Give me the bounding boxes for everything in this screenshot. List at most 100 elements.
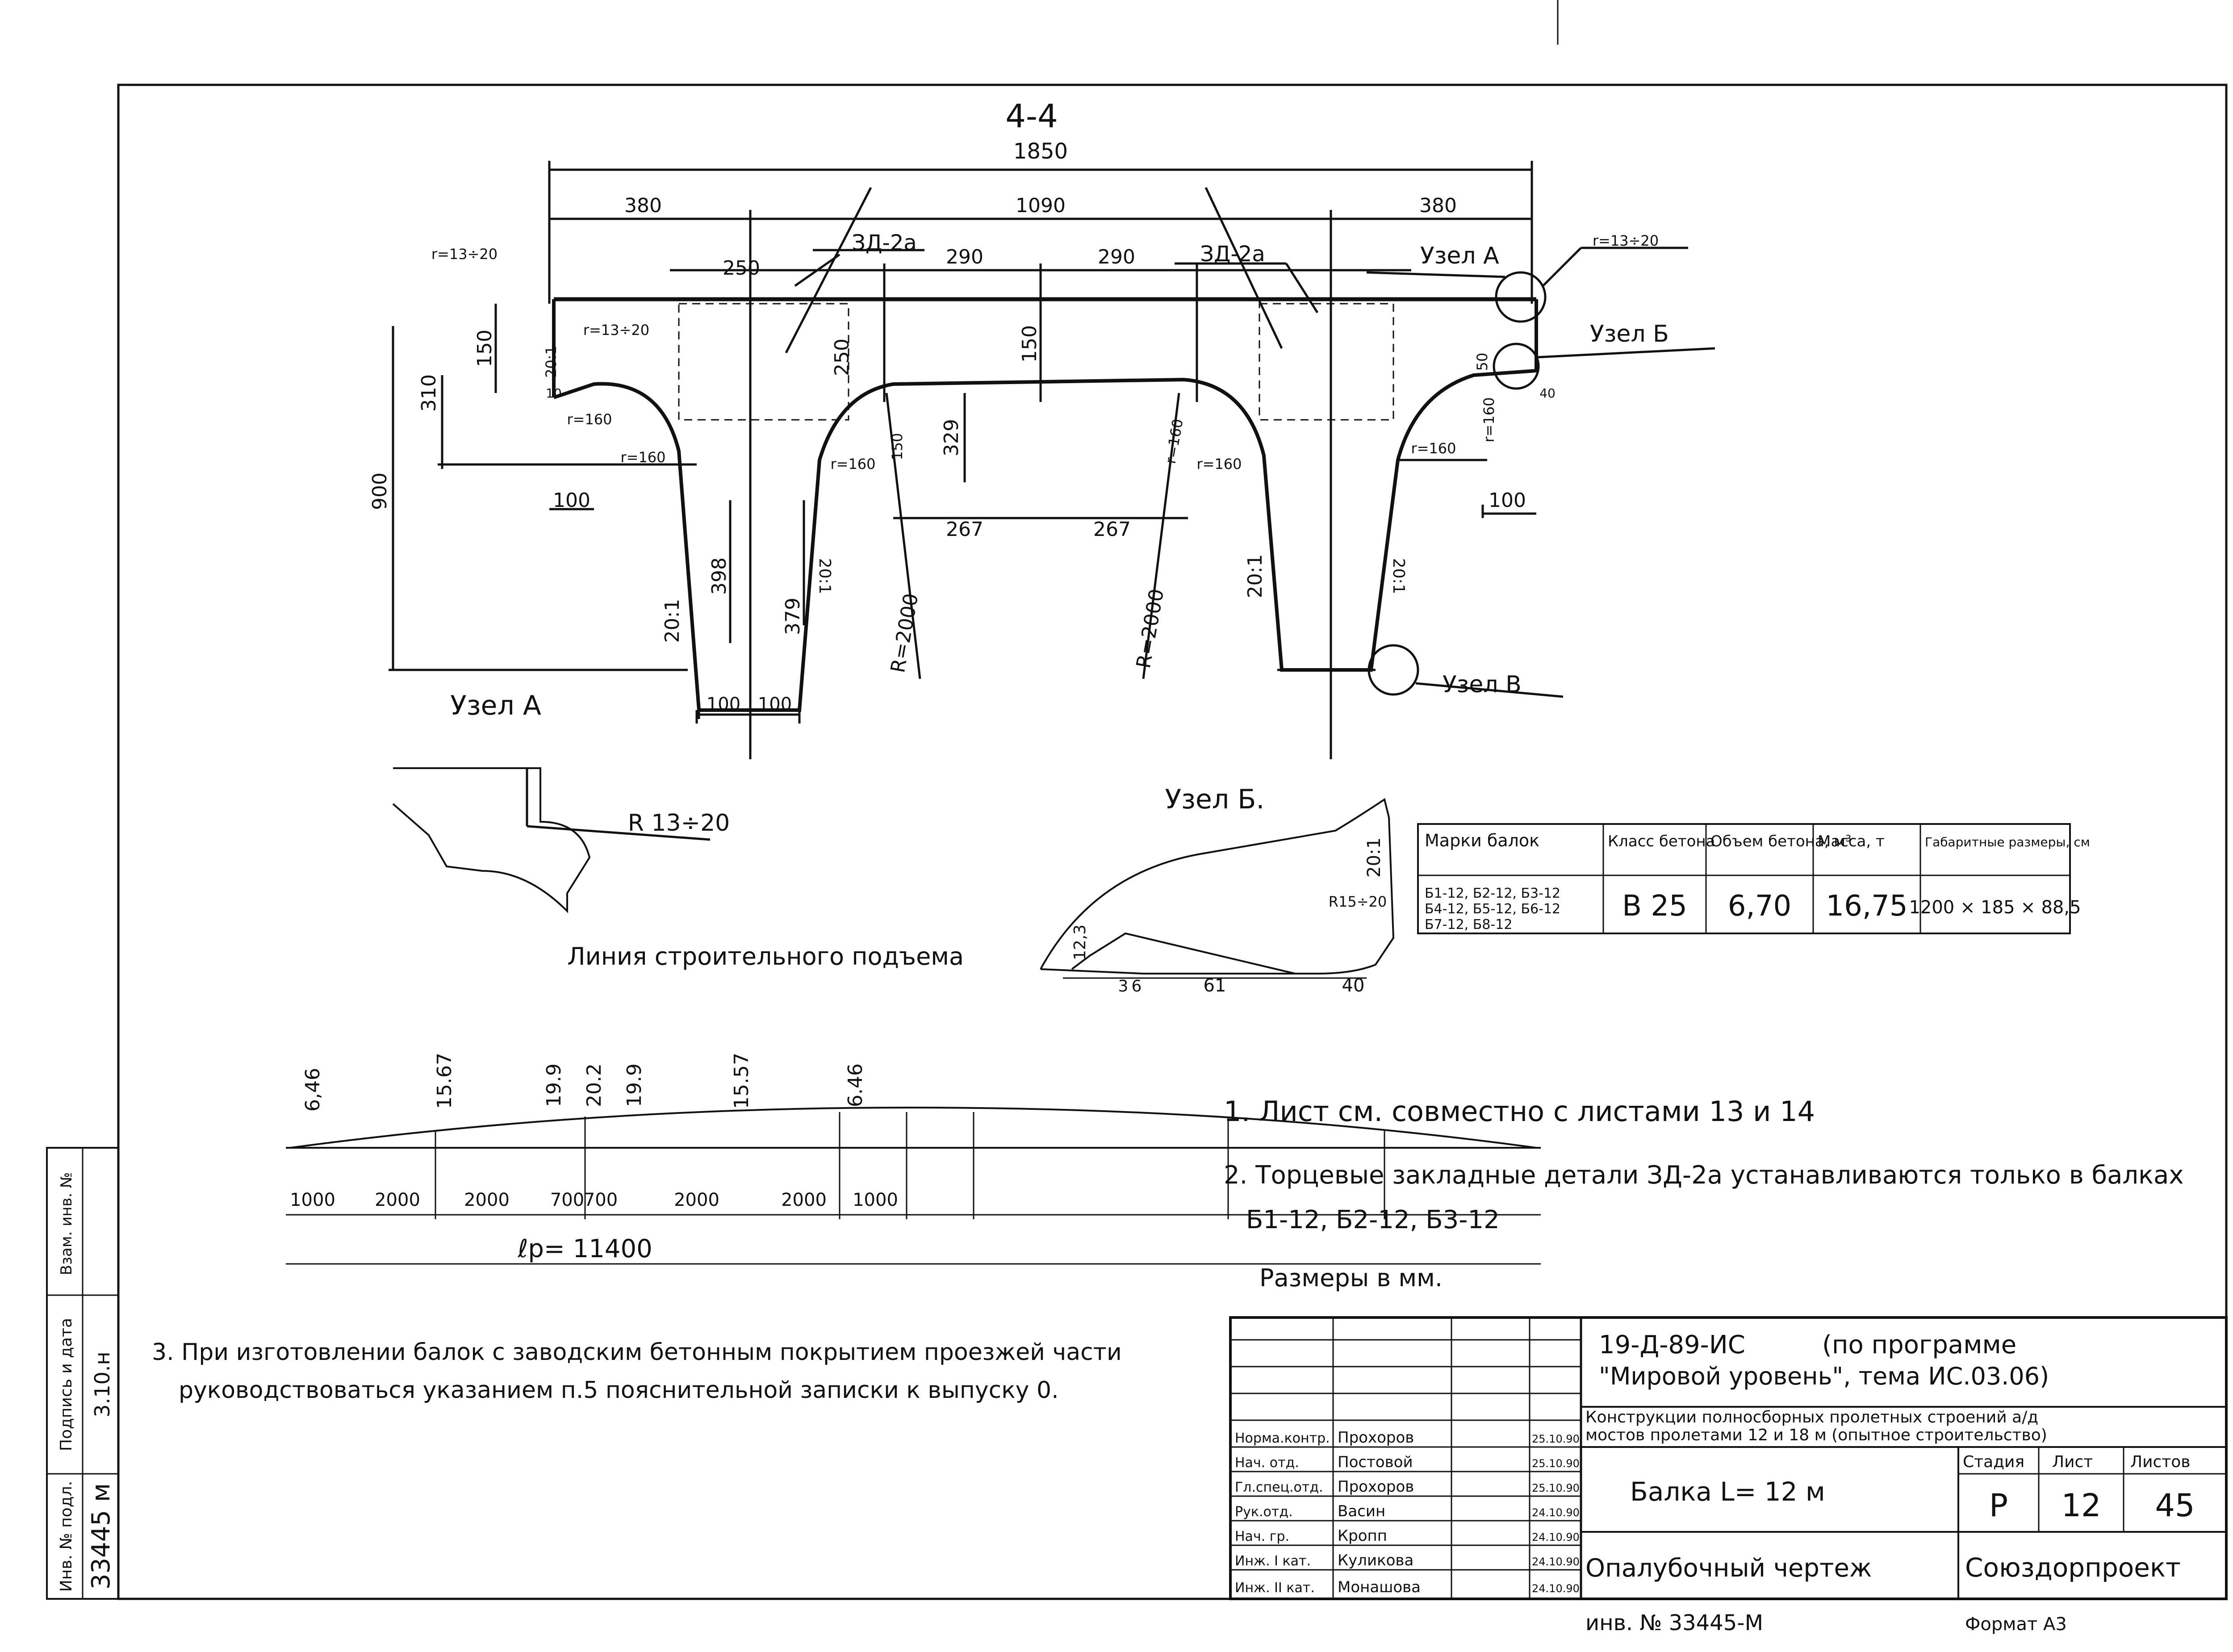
stamp-inv: инв. № 33445-М	[1585, 1610, 1763, 1635]
stamp-row-name: Прохоров	[1338, 1478, 1414, 1496]
stamp-row-role: Инж. I кат.	[1235, 1553, 1311, 1569]
stamp-row-date: 25.10.90	[1532, 1457, 1580, 1470]
stamp-desc-1: Конструкции полносборных пролетных строе…	[1585, 1408, 2038, 1426]
slope-3: 20:1	[815, 558, 834, 594]
dim-150-mid: 150	[1018, 325, 1041, 363]
camber-span: 2000	[674, 1190, 719, 1210]
stamp-row-role: Инж. II кат.	[1235, 1580, 1315, 1596]
stamp-row-name: Постовой	[1338, 1453, 1413, 1471]
node-b-marker	[1493, 343, 1540, 390]
mark-zd-left: ЗД-2а	[852, 230, 917, 255]
dim-40: 40	[1539, 386, 1556, 401]
stamp-sheet-header: Лист	[2052, 1453, 2093, 1471]
dim-379: 379	[782, 598, 804, 635]
camber-span: 700	[584, 1190, 618, 1210]
radius-top-left: r=13÷20	[431, 246, 498, 263]
dim-mid: 1090	[1016, 194, 1066, 217]
detail-b-title: Узел Б.	[1165, 784, 1264, 815]
dim-250: 250	[723, 257, 760, 280]
stamp-drawing-name: Опалубочный чертеж	[1585, 1554, 1872, 1583]
spec-concrete-class: В 25	[1622, 890, 1687, 923]
side-stamp-vzam-label: Взам. инв. №	[58, 1172, 75, 1276]
radius-160-c: r=160	[830, 456, 875, 473]
stamp-row-role: Нач. отд.	[1235, 1455, 1299, 1471]
dim-100-a: 100	[707, 694, 740, 715]
stamp-row-date: 24.10.90	[1532, 1556, 1580, 1568]
node-v-marker	[1367, 644, 1419, 696]
stamp-sheets: 45	[2155, 1487, 2195, 1524]
detail-b-dim-3: 3	[1118, 977, 1129, 995]
dim-150-rot: 150	[889, 433, 906, 460]
detail-a-radius: R 13÷20	[628, 810, 730, 836]
node-b-label: Узел Б	[1590, 321, 1669, 347]
note-2: 2. Торцевые закладные детали ЗД-2а устан…	[1224, 1161, 2183, 1190]
stamp-format: Формат А3	[1965, 1614, 2067, 1635]
spec-header-dims: Габаритные размеры, см	[1925, 835, 2090, 849]
side-stamp-sign-label: Подпись и дата	[57, 1318, 75, 1451]
radius-inner: r=13÷20	[583, 322, 649, 339]
detail-b-dim-61: 61	[1204, 975, 1226, 996]
detail-b-dim-12-3: 12,3	[1071, 924, 1089, 960]
node-a-label: Узел А	[1420, 243, 1499, 269]
dim-left: 380	[624, 194, 662, 217]
camber-title: Линия строительного подъема	[567, 942, 964, 970]
dim-310: 310	[418, 374, 440, 412]
spec-dimensions: 1200 × 185 × 88,5	[1909, 897, 2081, 918]
slope-5: 20:1	[1389, 558, 1408, 594]
stamp-sheets-header: Листов	[2130, 1453, 2190, 1471]
stamp-code: 19-Д-89-ИС	[1599, 1330, 1745, 1359]
stamp-row-role: Рук.отд.	[1235, 1504, 1293, 1520]
stamp-desc-2: мостов пролетами 12 и 18 м (опытное стро…	[1585, 1426, 2047, 1444]
side-stamp-sign-value: 3.10.н	[90, 1351, 114, 1417]
stamp-row-role: Гл.спец.отд.	[1235, 1480, 1323, 1495]
dim-100-b: 100	[758, 694, 792, 715]
radius-160-f: r=160	[1411, 440, 1456, 457]
camber-ordinate: 19.9	[623, 1063, 646, 1107]
spec-header-marks: Марки балок	[1425, 831, 1539, 850]
node-a-detail-outline	[392, 767, 591, 913]
stamp-row-date: 24.10.90	[1532, 1506, 1580, 1519]
camber-span: 2000	[781, 1190, 827, 1210]
spec-mass: 16,75	[1826, 890, 1907, 923]
stamp-row-date: 25.10.90	[1532, 1433, 1580, 1445]
detail-a-title: Узел А	[450, 690, 541, 721]
camber-span: 1000	[853, 1190, 898, 1210]
stamp-row-name: Васин	[1338, 1502, 1385, 1520]
spec-header-class: Класс бетона	[1608, 832, 1715, 850]
dim-150-left: 150	[473, 330, 496, 367]
note-3-line-2: руководствоваться указанием п.5 поясните…	[179, 1377, 1059, 1404]
camber-span: 1000	[290, 1190, 335, 1210]
node-v-label: Узел В	[1443, 671, 1522, 698]
dim-50: 50	[1474, 353, 1491, 371]
dim-right: 380	[1419, 194, 1457, 217]
note-1: 1. Лист см. совместно с листами 13 и 14	[1224, 1095, 1815, 1128]
stamp-org: Союздорпроект	[1965, 1552, 2181, 1583]
spec-header-volume: Объем бетона, м³	[1710, 832, 1852, 850]
radius-160-g: r=160	[1480, 397, 1497, 442]
radius-160-b: r=160	[620, 449, 665, 466]
radius-160-a: r=160	[567, 411, 612, 428]
slope-2: 20:1	[661, 599, 684, 643]
title-block	[1229, 1316, 2228, 1600]
spec-marks-row: Б1-12, Б2-12, Б3-12	[1425, 886, 1560, 901]
stamp-stage-header: Стадия	[1963, 1453, 2024, 1471]
stamp-row-date: 24.10.90	[1532, 1582, 1580, 1595]
camber-span: 2000	[464, 1190, 510, 1210]
side-stamp-inv-value: 33445 м	[87, 1483, 116, 1589]
camber-curve	[290, 1106, 1537, 1149]
sheet-frame	[117, 84, 2228, 1600]
note-2-beams: Б1-12, Б2-12, Б3-12	[1246, 1205, 1500, 1234]
dim-900: 900	[368, 473, 391, 510]
slope-4: 20:1	[1244, 554, 1267, 598]
camber-ordinate: 19.9	[543, 1063, 565, 1107]
stamp-row-date: 24.10.90	[1532, 1531, 1580, 1543]
camber-span: 700	[550, 1190, 584, 1210]
camber-ordinate: 15.57	[730, 1053, 753, 1109]
stamp-stage: Р	[1989, 1487, 2008, 1524]
dim-10: 10	[546, 386, 562, 401]
side-stamp-inv-label: Инв. № подл.	[57, 1481, 75, 1592]
camber-span: 2000	[375, 1190, 420, 1210]
spec-table-frame	[1417, 823, 2071, 934]
spec-marks-row: Б7-12, Б8-12	[1425, 917, 1512, 933]
